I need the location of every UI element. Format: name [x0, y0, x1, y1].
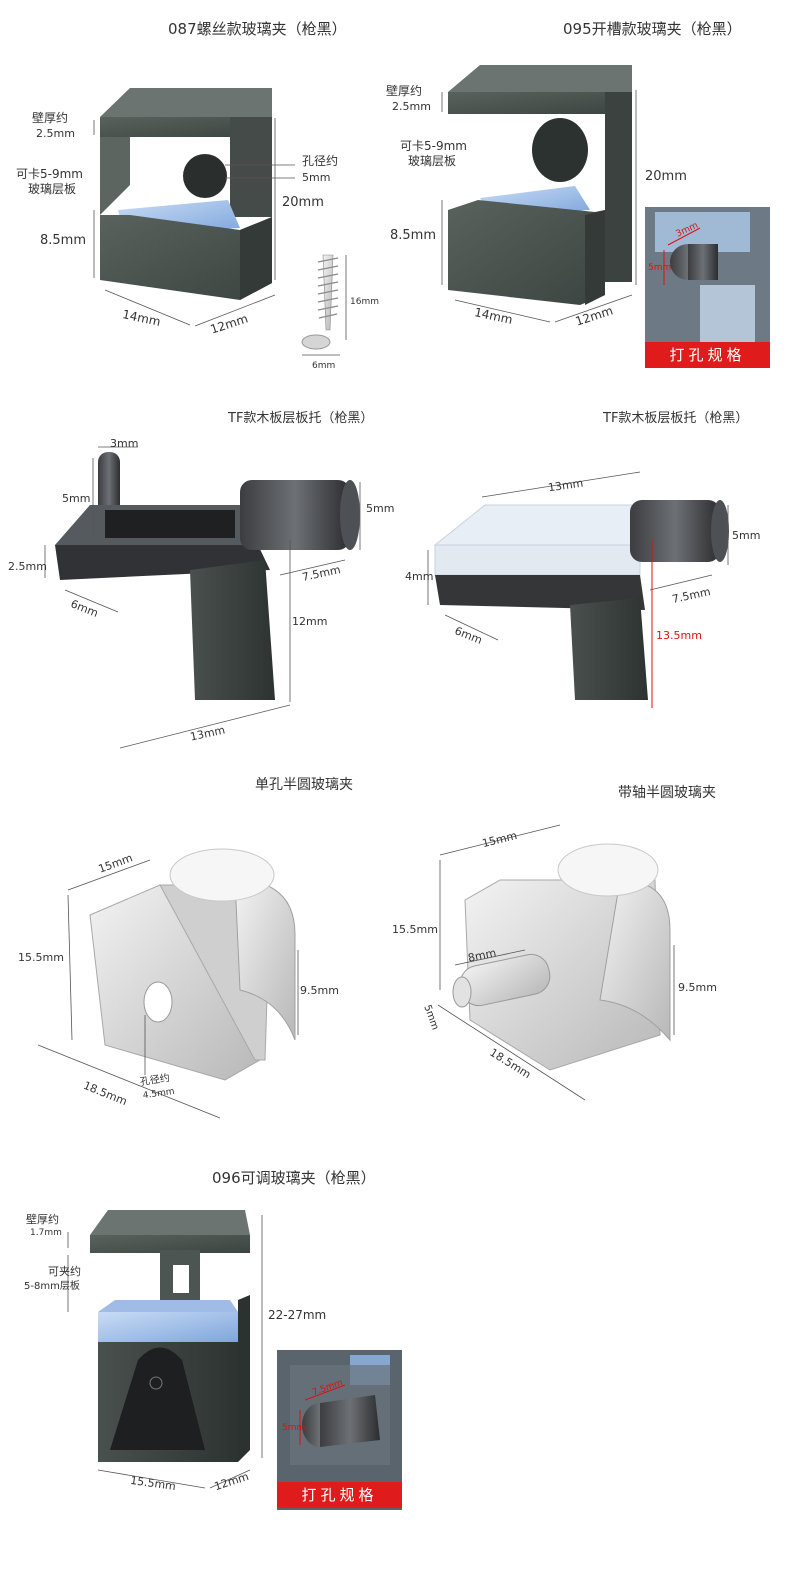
single-inner: 9.5mm [300, 984, 339, 997]
p095-fit-label-1: 可卡5-9mm [400, 139, 467, 153]
p095-lower: 8.5mm [390, 228, 437, 243]
title-095: 095开槽款玻璃夹（枪黑） [563, 20, 742, 38]
tf2-shaft-diameter: 5mm [732, 529, 761, 542]
clip-095-drawing [441, 65, 637, 323]
single-height: 15.5mm [18, 951, 64, 964]
tf1-base-thickness: 2.5mm [8, 560, 47, 573]
drill-spec-badge-096: 打孔规格 [277, 1482, 402, 1508]
axis-inner: 9.5mm [678, 981, 717, 994]
tf-support-2-drawing [427, 471, 729, 708]
title-tf-2: TF款木板层板托（枪黑） [603, 411, 749, 426]
p095-height: 20mm [645, 169, 687, 184]
drill-spec-badge-095: 打孔规格 [645, 342, 770, 368]
clip-087-drawing [93, 88, 295, 327]
tf-support-1-drawing [44, 446, 361, 749]
p087-height: 20mm [282, 195, 324, 210]
screw-head: 6mm [312, 361, 336, 371]
p096-height: 22-27mm [268, 1308, 327, 1322]
screw-length: 16mm [350, 297, 379, 307]
p087-hole-label: 孔径约 [302, 154, 339, 168]
drill-spec-inset-095 [645, 207, 770, 367]
p087-lower: 8.5mm [40, 233, 87, 248]
title-single-hole: 单孔半圆玻璃夹 [255, 777, 353, 793]
screw-drawing [301, 254, 347, 356]
p087-wall-label: 壁厚约 [32, 111, 69, 125]
title-axis: 带轴半圆玻璃夹 [618, 785, 716, 801]
p087-fit-label-1: 可卡5-9mm [16, 167, 83, 181]
tf1-pin-width: 3mm [110, 437, 139, 450]
title-096: 096可调玻璃夹（枪黑） [212, 1169, 376, 1187]
p096-inset-b: 5mm [282, 1423, 306, 1433]
p095-wall-value: 2.5mm [392, 100, 431, 113]
p095-fit-label-2: 玻璃层板 [408, 154, 457, 168]
tf1-pin-height: 5mm [62, 492, 91, 505]
p096-fit-label-1: 可夹约 [48, 1265, 81, 1278]
p096-wall-label: 壁厚约 [26, 1213, 59, 1226]
p095-inset-b: 5mm [648, 263, 672, 273]
axis-clip-drawing [437, 824, 675, 1101]
p096-wall-value: 1.7mm [30, 1228, 62, 1238]
title-087: 087螺丝款玻璃夹（枪黑） [168, 20, 347, 38]
p096-fit-label-2: 5-8mm层板 [24, 1281, 80, 1292]
title-tf-1: TF款木板层板托（枪黑） [228, 411, 374, 426]
tf1-drop: 12mm [292, 615, 328, 628]
p087-wall-value: 2.5mm [36, 127, 75, 140]
single-hole-clip-drawing [37, 848, 299, 1119]
p095-wall-label: 壁厚约 [386, 84, 423, 98]
tf2-pad-thickness: 4mm [405, 570, 434, 583]
tf2-drop: 13.5mm [656, 629, 702, 642]
p087-hole-value: 5mm [302, 171, 331, 184]
p087-fit-label-2: 玻璃层板 [28, 182, 77, 196]
axis-height: 15.5mm [392, 923, 438, 936]
tf1-shaft-diameter: 5mm [366, 502, 395, 515]
clip-096-drawing [67, 1210, 263, 1489]
